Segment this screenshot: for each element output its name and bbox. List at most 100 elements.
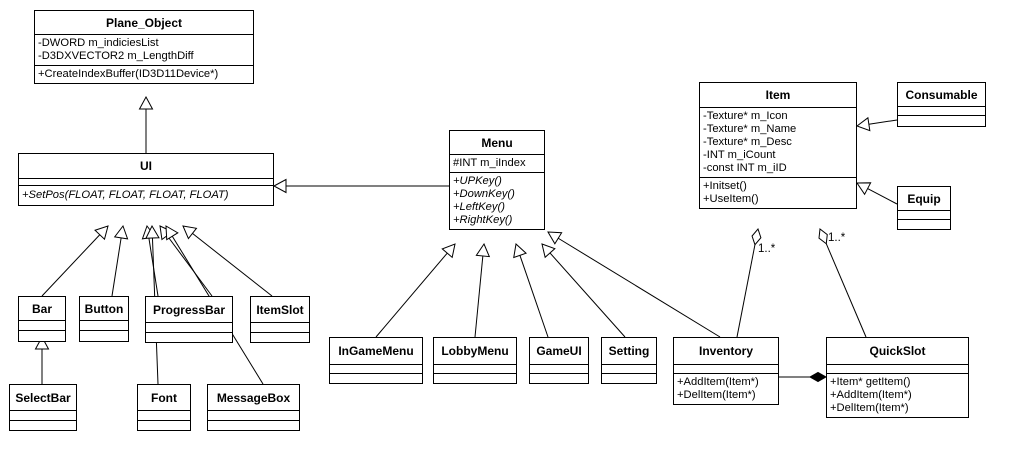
operation-compartment	[138, 421, 190, 430]
generalization-line	[549, 252, 626, 338]
operation-compartment: +CreateIndexBuffer(ID3D11Device*)	[35, 66, 253, 83]
operation: +DownKey()	[453, 188, 515, 200]
attribute: -Texture* m_Desc	[703, 136, 792, 148]
generalization-arrowhead	[182, 225, 198, 240]
operation: +AddItem(Item*)	[830, 389, 912, 401]
class-name: MessageBox	[208, 385, 299, 411]
operation-compartment	[602, 374, 656, 383]
operation-compartment	[251, 333, 309, 342]
aggregation-inventory-item-line	[736, 244, 756, 338]
generalization-arrowhead	[138, 95, 154, 110]
class-itemslot[interactable]: ItemSlot	[250, 296, 310, 343]
attribute-compartment	[898, 107, 985, 116]
generalization-arrowhead	[855, 116, 871, 132]
class-gameui[interactable]: GameUI	[529, 337, 589, 384]
operation-compartment: +AddItem(Item*) +DelItem(Item*)	[674, 374, 778, 404]
class-selectbar[interactable]: SelectBar	[9, 384, 77, 431]
generalization-arrowhead	[34, 335, 50, 350]
class-name: Equip	[898, 187, 950, 211]
class-ingamemenu[interactable]: InGameMenu	[329, 337, 423, 384]
class-progressbar[interactable]: ProgressBar	[145, 296, 233, 343]
multiplicity-quickslot-item: 1..*	[828, 232, 846, 244]
operation: +SetPos(FLOAT, FLOAT, FLOAT, FLOAT)	[22, 189, 229, 201]
class-ui[interactable]: UI +SetPos(FLOAT, FLOAT, FLOAT, FLOAT)	[18, 153, 274, 206]
generalization-arrowhead	[856, 182, 872, 196]
attribute-compartment	[10, 411, 76, 421]
class-item[interactable]: Item -Texture* m_Icon -Texture* m_Name -…	[699, 82, 857, 209]
class-name: Item	[700, 83, 856, 108]
class-plane-object[interactable]: Plane_Object -DWORD m_indiciesList -D3DX…	[34, 10, 254, 84]
attribute-compartment	[674, 365, 778, 374]
attribute-compartment	[602, 365, 656, 374]
generalization-arrowhead	[547, 231, 563, 245]
generalization-arrowhead	[165, 225, 179, 241]
aggregation-quickslot-item-diamond	[818, 228, 828, 245]
class-name: Bar	[19, 297, 65, 321]
operation: +RightKey()	[453, 214, 513, 226]
operation: +DelItem(Item*)	[677, 389, 756, 401]
class-name: UI	[19, 154, 273, 179]
class-equip[interactable]: Equip	[897, 186, 951, 230]
class-quickslot[interactable]: QuickSlot +Item* getItem() +AddItem(Item…	[826, 337, 969, 418]
attribute-compartment	[19, 179, 273, 186]
operation-compartment	[10, 421, 76, 430]
attribute-compartment	[530, 365, 588, 374]
attribute-compartment	[330, 365, 422, 374]
class-button[interactable]: Button	[79, 296, 129, 342]
class-setting[interactable]: Setting	[601, 337, 657, 384]
operation-compartment	[80, 331, 128, 341]
class-name: Font	[138, 385, 190, 411]
generalization-line	[557, 237, 721, 338]
generalization-arrowhead	[94, 225, 109, 241]
generalization-arrowhead	[441, 243, 456, 259]
operation-compartment: +Item* getItem() +AddItem(Item*) +DelIte…	[827, 374, 968, 417]
attribute-compartment	[138, 411, 190, 421]
operation-compartment: +SetPos(FLOAT, FLOAT, FLOAT, FLOAT)	[19, 186, 273, 205]
aggregation-quickslot-item-line	[825, 243, 867, 338]
generalization-arrowhead	[272, 178, 287, 194]
operation-compartment	[434, 374, 516, 383]
attribute: -Texture* m_Name	[703, 123, 797, 135]
class-name: GameUI	[530, 338, 588, 365]
attribute: -Texture* m_Icon	[703, 110, 788, 122]
generalization-line	[192, 233, 273, 297]
class-name: Setting	[602, 338, 656, 365]
operation: +DelItem(Item*)	[830, 402, 909, 414]
class-name: QuickSlot	[827, 338, 968, 365]
generalization-line	[868, 119, 898, 125]
class-messagebox[interactable]: MessageBox	[207, 384, 300, 431]
attribute: #INT m_iIndex	[453, 157, 526, 169]
composition-quickslot-inventory-diamond	[808, 371, 828, 383]
operation-compartment	[330, 374, 422, 383]
class-name: SelectBar	[10, 385, 76, 411]
operation: +AddItem(Item*)	[677, 376, 759, 388]
attribute-compartment	[146, 323, 232, 333]
generalization-line	[111, 237, 122, 297]
operation-compartment: +Initset() +UseItem()	[700, 178, 856, 208]
generalization-line	[867, 188, 898, 205]
class-name: Consumable	[898, 83, 985, 107]
operation-compartment	[19, 331, 65, 341]
class-lobbymenu[interactable]: LobbyMenu	[433, 337, 517, 384]
class-consumable[interactable]: Consumable	[897, 82, 986, 127]
attribute: -DWORD m_indiciesList	[38, 37, 159, 49]
class-name: LobbyMenu	[434, 338, 516, 365]
class-bar[interactable]: Bar	[18, 296, 66, 342]
attribute-compartment: -Texture* m_Icon -Texture* m_Name -Textu…	[700, 108, 856, 178]
operation: +UseItem()	[703, 193, 759, 205]
attribute-compartment: -DWORD m_indiciesList -D3DXVECTOR2 m_Len…	[35, 35, 253, 66]
operation-compartment	[530, 374, 588, 383]
operation-compartment: +UPKey() +DownKey() +LeftKey() +RightKey…	[450, 173, 544, 229]
aggregation-inventory-item-diamond	[751, 227, 762, 246]
operation: +Initset()	[703, 180, 747, 192]
operation-compartment	[208, 421, 299, 430]
class-inventory[interactable]: Inventory +AddItem(Item*) +DelItem(Item*…	[673, 337, 779, 405]
class-name: InGameMenu	[330, 338, 422, 365]
operation: +CreateIndexBuffer(ID3D11Device*)	[38, 68, 219, 80]
class-name: ItemSlot	[251, 297, 309, 323]
class-font[interactable]: Font	[137, 384, 191, 431]
operation: +LeftKey()	[453, 201, 505, 213]
class-menu[interactable]: Menu #INT m_iIndex +UPKey() +DownKey() +…	[449, 130, 545, 230]
operation: +Item* getItem()	[830, 376, 911, 388]
